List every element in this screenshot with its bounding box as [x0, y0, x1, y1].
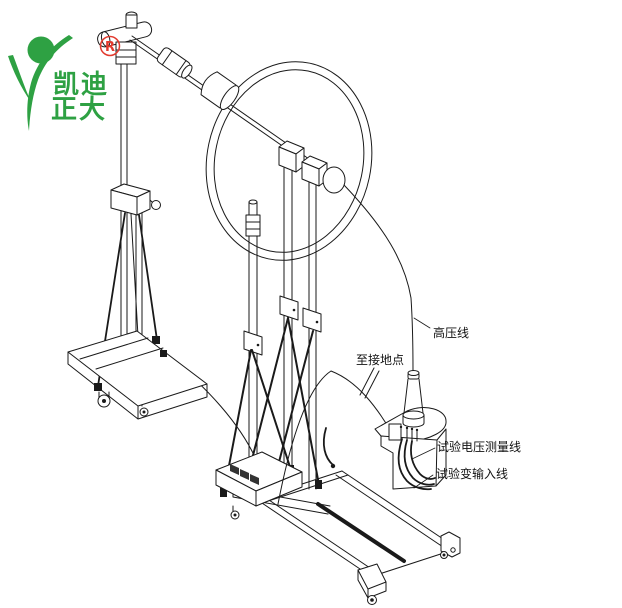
rod-corona-horn: [200, 71, 240, 110]
transformer-body: [380, 435, 438, 490]
registered-mark: R: [105, 40, 115, 55]
mid-clamps: [243, 295, 322, 356]
label-transformer-input-line: 试验变输入线: [436, 466, 508, 481]
brand-line2: 正大: [51, 95, 107, 125]
left-tripod-stand: [67, 11, 208, 420]
ring-clamp-collar: [245, 214, 261, 237]
label-ground-point: 至接地点: [356, 352, 404, 367]
ball-electrode: [322, 166, 346, 194]
hv-bushing: [402, 370, 425, 428]
center-pole-c: [308, 181, 317, 490]
label-leaders: [411, 447, 436, 489]
hanging-lead: [322, 427, 334, 466]
frame-dark-bar: [316, 502, 406, 563]
left-stand-clamp: [110, 183, 161, 216]
label-voltage-measure-line: 试验电压测量线: [437, 439, 521, 454]
hv-label-leader: [413, 317, 431, 329]
ground-lead-marks: [359, 367, 380, 399]
left-base-terminal: [160, 350, 167, 357]
control-terminal-box: [215, 451, 303, 520]
center-stand: [220, 140, 336, 497]
terminal-slots: [230, 464, 259, 485]
brand-line1: 凯迪: [53, 70, 109, 100]
left-stand-base: [67, 330, 208, 420]
left-stand-top-fitting: [97, 11, 153, 65]
frame-corner-south: [357, 563, 387, 605]
transformer-wires: [397, 438, 436, 491]
frame-corner-east: [440, 531, 461, 559]
brand-logo: 凯迪 正大 R: [8, 35, 121, 131]
hv-cable: [343, 184, 414, 373]
rod-clamp-b: [278, 140, 305, 173]
test-transformer: [374, 370, 447, 491]
center-pole-b: [283, 167, 293, 478]
logo-figure: [8, 35, 73, 131]
base-frame: [232, 470, 461, 605]
registered-mark-circle: [99, 35, 121, 57]
terminal-block: [388, 423, 402, 441]
leg-foot: [152, 336, 160, 344]
rod-barrel-fitting: [156, 47, 193, 79]
transformer-input-cable: [277, 370, 393, 505]
label-hv-line: 高压线: [433, 325, 469, 340]
test-ring: [205, 61, 373, 261]
